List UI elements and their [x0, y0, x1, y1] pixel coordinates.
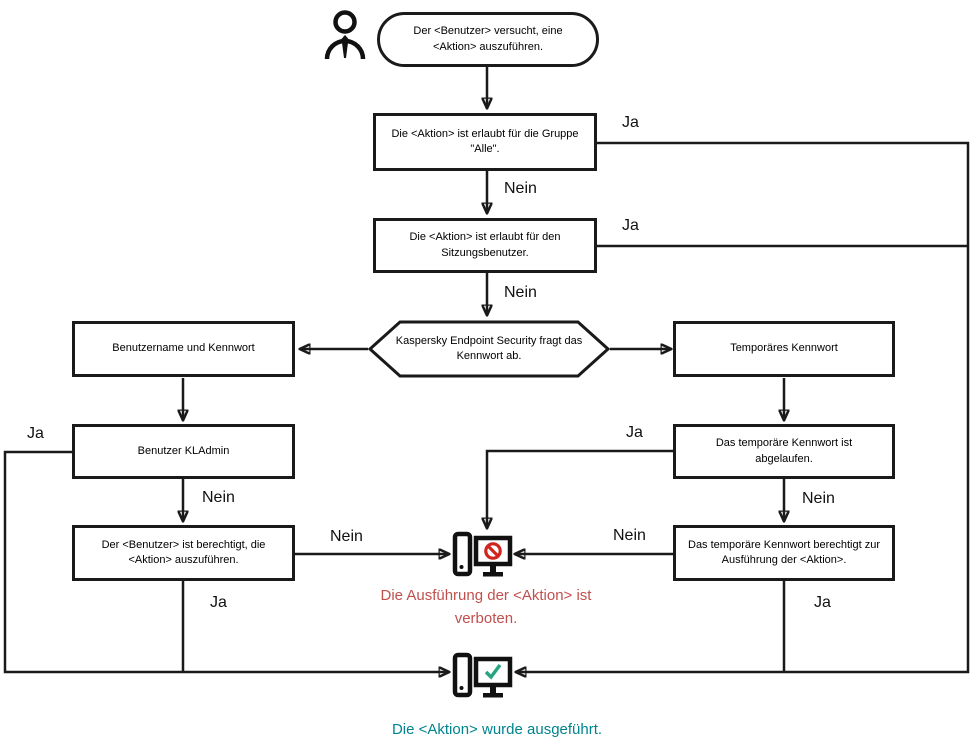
- edge-expired-ja-to-forbidden: [487, 449, 673, 528]
- edge-label-ja: Ja: [210, 594, 227, 611]
- edge-label-ja: Ja: [27, 425, 44, 442]
- node-user-authorized: Der <Benutzer> ist berechtigt, die <Akti…: [72, 525, 295, 581]
- edge-label-ja: Ja: [622, 217, 639, 234]
- node-temp-expired: Das temporäre Kennwort ist abgelaufen.: [673, 424, 895, 479]
- edge-label-ja: Ja: [626, 424, 643, 441]
- caption-forbidden: Die Ausführung der <Aktion> ist verboten…: [380, 587, 592, 627]
- check-icon: [484, 663, 502, 680]
- edge-label-nein: Nein: [504, 284, 537, 301]
- node-kladmin: Benutzer KLAdmin: [72, 424, 295, 479]
- edge-label-nein: Nein: [202, 489, 235, 506]
- computer-prohibited-icon: [452, 531, 514, 581]
- edge-label-ja: Ja: [814, 594, 831, 611]
- edge-group-ja-right-down-to-executed: [516, 141, 970, 672]
- node-start: Der <Benutzer> versucht, eine <Aktion> a…: [377, 12, 599, 67]
- node-group-all: Die <Aktion> ist erlaubt für die Gruppe …: [373, 113, 597, 171]
- edge-label-nein: Nein: [613, 527, 646, 544]
- edge-label-nein: Nein: [802, 490, 835, 507]
- edge-kladmin-ja-left-down-to-executed: [3, 450, 449, 672]
- prohibition-icon: [484, 542, 502, 560]
- computer-check-icon: [452, 652, 514, 702]
- node-session-user: Die <Aktion> ist erlaubt für den Sitzung…: [373, 218, 597, 273]
- node-username-password: Benutzername und Kennwort: [72, 321, 295, 377]
- node-password-prompt: Kaspersky Endpoint Security fragt das Ke…: [368, 320, 610, 378]
- node-temp-authorizes: Das temporäre Kennwort berechtigt zur Au…: [673, 525, 895, 581]
- caption-executed: Die <Aktion> wurde ausgeführt.: [391, 721, 603, 738]
- edge-label-ja: Ja: [622, 114, 639, 131]
- user-icon: [322, 9, 368, 61]
- node-temp-password: Temporäres Kennwort: [673, 321, 895, 377]
- node-password-prompt-label: Kaspersky Endpoint Security fragt das Ke…: [395, 334, 583, 362]
- edge-label-nein: Nein: [504, 180, 537, 197]
- edge-label-nein: Nein: [330, 528, 363, 545]
